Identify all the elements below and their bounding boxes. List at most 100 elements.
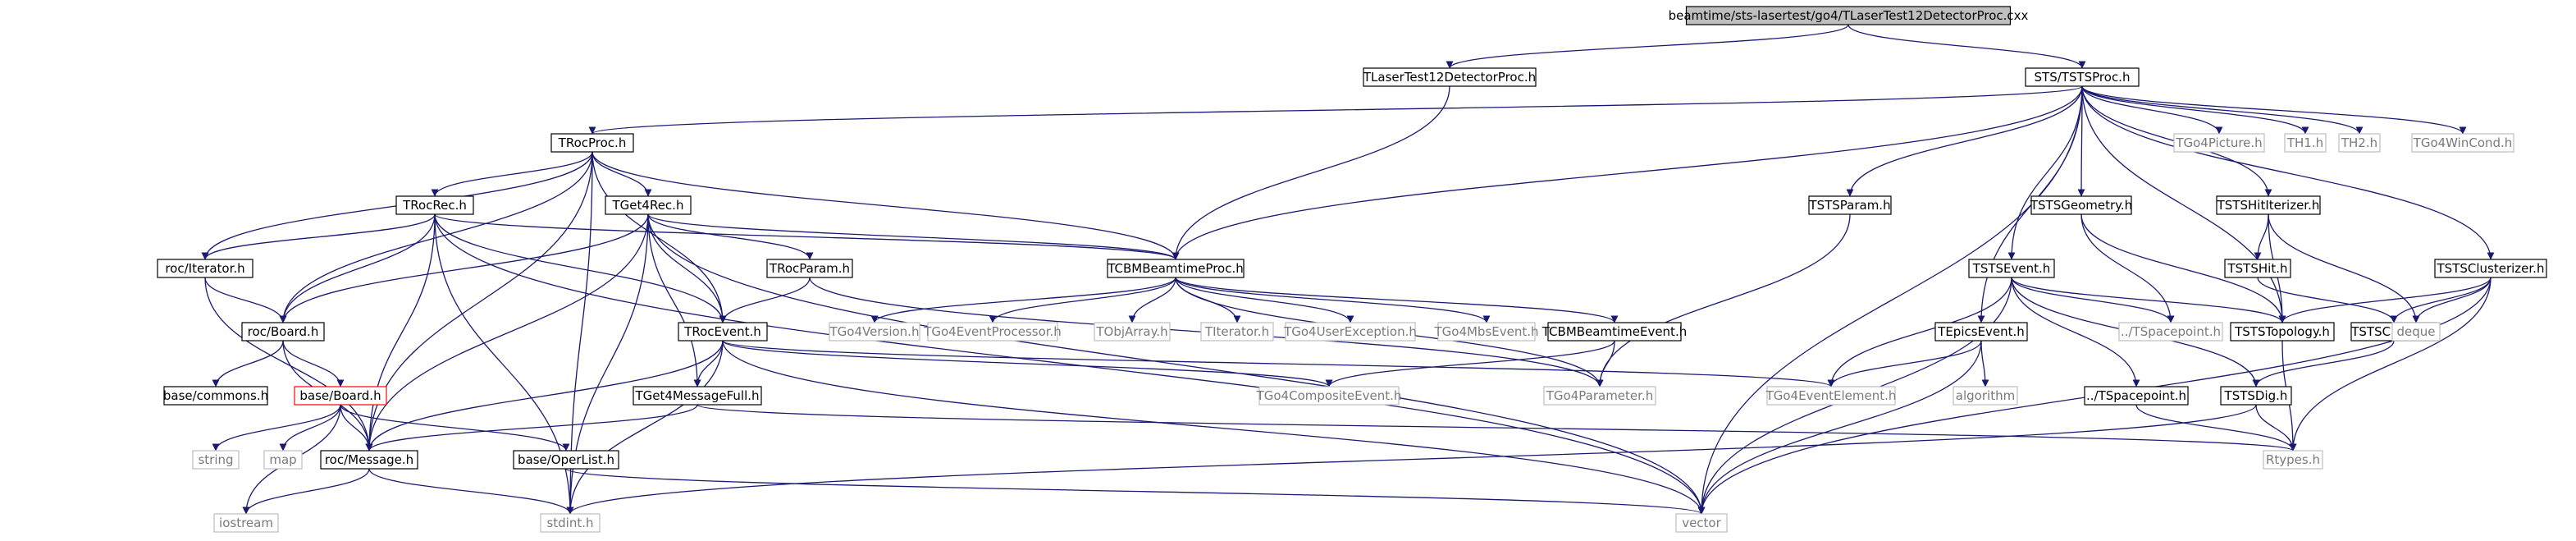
node-tobjarray-h: TObjArray.h — [1094, 322, 1171, 342]
node-tgo4compevent-h: TGo4CompositeEvent.h — [1256, 386, 1401, 406]
edge-tepicsevent_h-to-tgo4evelem_h — [1827, 340, 1982, 387]
edge-stsproc_h-to-tgo4picture_h — [2081, 85, 2223, 135]
node-rociter-h[interactable]: roc/Iterator.h — [157, 259, 253, 278]
node-trocevent-h[interactable]: TRocEvent.h — [678, 322, 768, 342]
edge-tcbmproc_h-to-tgo4version_h — [870, 277, 1176, 323]
edge-stsproc_h-to-tststopo_h — [2081, 85, 2286, 323]
node-tstsparam-h[interactable]: TSTSParam.h — [1808, 195, 1892, 215]
node-rocmsg-h[interactable]: roc/Message.h — [320, 450, 418, 470]
node-tcbmproc-h[interactable]: TCBMBeamtimeProc.h — [1107, 259, 1245, 278]
node-label: TCBMBeamtimeProc.h — [1107, 261, 1244, 276]
edge-stsproc_h-to-trocproc_h — [589, 85, 2083, 135]
node-box — [2284, 133, 2327, 153]
node-trocparam-h[interactable]: TRocParam.h — [766, 259, 853, 278]
node-tepicsevent-h[interactable]: TEpicsEvent.h — [1934, 322, 2028, 342]
node-tgo4version-h: TGo4Version.h — [829, 322, 920, 342]
node-box — [213, 513, 279, 533]
edge-main-to-tlaser_h — [1446, 24, 1849, 69]
node-label: TEpicsEvent.h — [1937, 324, 2025, 339]
edge-trocproc_h-to-rocboard_h — [279, 151, 593, 323]
edge-trocparam_h-to-trocevent_h — [719, 277, 811, 323]
node-rocboard-h[interactable]: roc/Board.h — [241, 322, 325, 342]
edge-tget4rec_h-to-trocevent_h — [647, 213, 727, 323]
node-layer: beamtime/sts-lasertest/go4/TLaserTest12D… — [157, 6, 2547, 533]
node-box — [2030, 195, 2132, 215]
node-box — [2224, 259, 2291, 278]
node-label: TIterator.h — [1204, 324, 1269, 339]
node-box — [513, 450, 619, 470]
node-label: TSTSClusterizer.h — [2437, 261, 2545, 276]
node-box — [1200, 322, 1274, 342]
edge-tstsclusterizer_h-to-rttypes_h — [2289, 277, 2492, 452]
edge-tget4rec_h-to-tcbmproc_h — [647, 213, 1180, 260]
node-tstsevent-h[interactable]: TSTSEvent.h — [1968, 259, 2055, 278]
node-tststopo-h[interactable]: TSTSTopology.h — [2230, 322, 2335, 342]
node-baseboard-h[interactable]: base/Board.h — [294, 386, 387, 406]
edge-tget4rec_h-to-rocmsg_h — [365, 213, 649, 452]
edge-rociter_h-to-rocmsg_h — [204, 277, 373, 452]
node-label: TRocProc.h — [558, 135, 627, 150]
edge-trocevent_h-to-tgo4compevent_h — [722, 340, 1333, 387]
node-tstsgeom-h[interactable]: TSTSGeometry.h — [2030, 195, 2132, 215]
edge-baseboard_h-to-map — [279, 404, 341, 452]
node-trocproc-h[interactable]: TRocProc.h — [550, 133, 634, 153]
node-box — [927, 322, 1058, 342]
node-tstsdig-h[interactable]: TSTSDig.h — [2220, 386, 2292, 406]
node-box — [1766, 386, 1896, 406]
edge-trocrec_h-to-vector — [434, 213, 1706, 515]
node-vector: vector — [1675, 513, 1728, 533]
node-tstshititer-h[interactable]: TSTSHitIterizer.h — [2216, 195, 2321, 215]
edge-tget4msgfull_h-to-rttypes_h — [697, 404, 2296, 452]
node-label: TCBMBeamtimeEvent.h — [1541, 324, 1687, 339]
node-label: TH1.h — [2286, 135, 2323, 150]
edge-trocrec_h-to-trocevent_h — [434, 213, 727, 323]
edge-baseboard_h-to-string — [212, 404, 341, 452]
edge-tstsparam_h-to-tgo4param_h — [1596, 213, 1851, 387]
node-deque: deque — [2391, 322, 2441, 342]
node-box — [1808, 195, 1892, 215]
node-stsproc-h[interactable]: STS/TSTSProc.h — [2025, 67, 2140, 87]
node-box — [1543, 386, 1656, 406]
node-tlaser-h[interactable]: TLaserTest12DetectorProc.h — [1363, 67, 1537, 87]
node-box — [2173, 133, 2265, 153]
edge-tstsclusterizer_h-to-tststopo_h — [2278, 277, 2492, 323]
node-main[interactable]: beamtime/sts-lasertest/go4/TLaserTest12D… — [1669, 6, 2029, 25]
edge-tstsgeom_h-to-tststopo_h — [2080, 213, 2286, 323]
node-tget4rec-h[interactable]: TGet4Rec.h — [605, 195, 692, 215]
node-label: TLaserTest12DetectorProc.h — [1363, 70, 1536, 85]
node-string: string — [192, 450, 240, 470]
edge-trocrec_h-to-rociter_h — [201, 213, 436, 260]
node-box — [2220, 386, 2292, 406]
node-box — [1968, 259, 2055, 278]
edge-trocevent_h-to-rocmsg_h — [365, 340, 724, 452]
node-tgo4picture-h: TGo4Picture.h — [2173, 133, 2265, 153]
node-box — [633, 386, 762, 406]
node-box — [241, 322, 325, 342]
node-tcbmevent-h[interactable]: TCBMBeamtimeEvent.h — [1541, 322, 1687, 342]
edge-trocrec_h-to-tcbmproc_h — [434, 213, 1180, 260]
node-tstshit-h[interactable]: TSTSHit.h — [2224, 259, 2291, 278]
node-tget4msgfull-h[interactable]: TGet4MessageFull.h — [633, 386, 762, 406]
node-label: TRocParam.h — [769, 261, 850, 276]
edge-tget4rec_h-to-rocboard_h — [279, 213, 649, 323]
edge-tspacepoint2_h-to-rttypes_h — [2135, 404, 2297, 452]
node-label: TSTSParam.h — [1808, 198, 1890, 213]
edge-trocproc_h-to-stdint_h — [566, 151, 593, 515]
node-label: roc/Board.h — [248, 324, 319, 339]
node-label: ../TSpacepoint.h — [2121, 324, 2221, 339]
node-basecommons-h[interactable]: base/commons.h — [163, 386, 268, 406]
node-baseoperlist-h[interactable]: base/OperList.h — [513, 450, 619, 470]
node-label: TRocRec.h — [402, 198, 467, 213]
node-tgo4userexc-h: TGo4UserException.h — [1283, 322, 1417, 342]
node-box — [766, 259, 853, 278]
edge-tstsevent_h-to-tspacepoint2_h — [2011, 277, 2140, 387]
node-tspacepoint2-h[interactable]: ../TSpacepoint.h — [2084, 386, 2189, 406]
edge-stsproc_h-to-tcbmproc_h — [1172, 85, 2083, 260]
node-tstsclusterizer-h[interactable]: TSTSClusterizer.h — [2434, 259, 2547, 278]
node-label: TGo4Parameter.h — [1546, 388, 1653, 403]
node-label: base/commons.h — [163, 388, 268, 403]
node-trocrec-h[interactable]: TRocRec.h — [395, 195, 474, 215]
node-box — [2263, 450, 2323, 470]
node-box — [2118, 322, 2223, 342]
edge-stsproc_h-to-th2_h — [2081, 85, 2364, 135]
